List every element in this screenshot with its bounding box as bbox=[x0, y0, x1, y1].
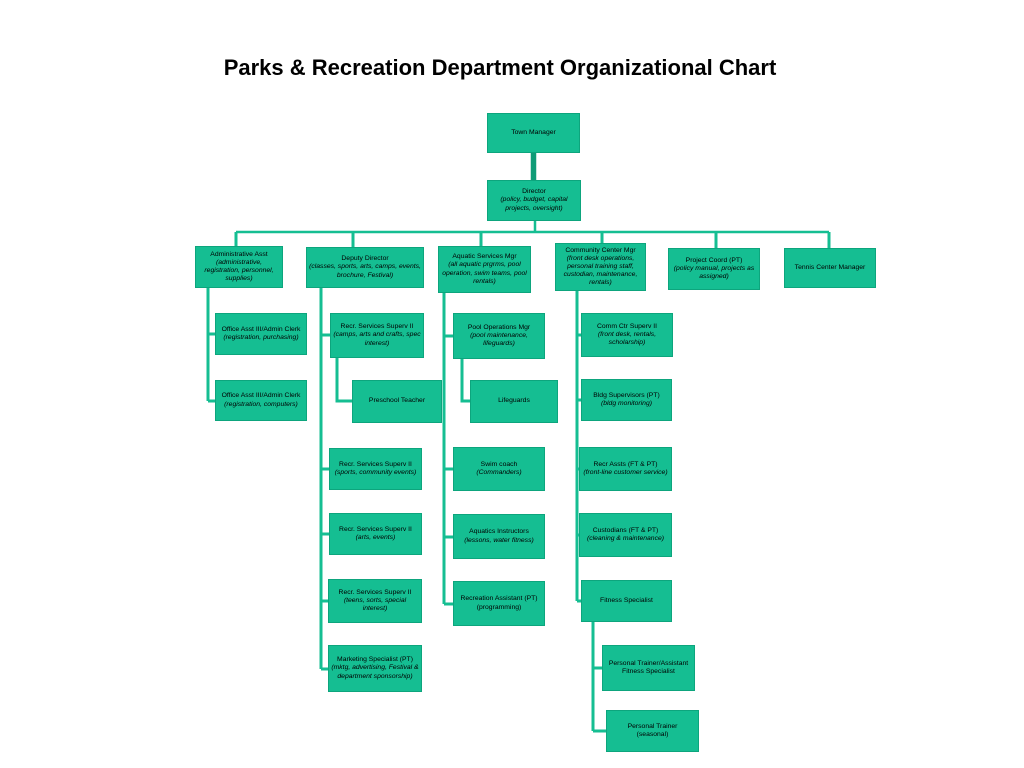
node-title: Deputy Director bbox=[341, 255, 389, 263]
node-title: Aquatics Instructors bbox=[469, 528, 529, 536]
node-subtitle: (cleaning & maintenance) bbox=[586, 535, 665, 542]
node-administrative-asst: Administrative Asst (administrative, reg… bbox=[195, 246, 283, 288]
node-personal-trainer-assistant: Personal Trainer/Assistant Fitness Speci… bbox=[602, 645, 695, 691]
node-recr-superv-arts: Recr. Services Superv II (arts, events) bbox=[329, 513, 422, 555]
node-title: Recreation Assistant (PT) bbox=[460, 595, 538, 603]
node-title: Town Manager bbox=[511, 128, 556, 136]
node-title: Comm Ctr Superv II bbox=[596, 322, 658, 330]
node-project-coord: Project Coord (PT) (policy manual, proje… bbox=[668, 248, 760, 290]
node-subtitle: (seasonal) bbox=[636, 731, 669, 738]
node-title: Preschool Teacher bbox=[368, 397, 426, 405]
node-title: Personal Trainer bbox=[627, 722, 678, 730]
node-title: Community Center Mgr bbox=[565, 246, 636, 254]
node-subtitle: (all aquatic prgrms, pool operation, swi… bbox=[442, 261, 527, 285]
node-title: Project Coord (PT) bbox=[685, 256, 743, 264]
node-title: Lifeguards bbox=[498, 397, 530, 405]
node-office-asst-purchasing: Office Asst III/Admin Clerk (registratio… bbox=[215, 313, 307, 355]
node-title: Fitness Specialist bbox=[600, 596, 653, 604]
node-tennis-center-manager: Tennis Center Manager bbox=[784, 248, 876, 288]
node-title: Administrative Asst bbox=[210, 250, 268, 258]
node-subtitle: (policy manual, projects as assigned) bbox=[673, 264, 755, 280]
node-fitness-specialist: Fitness Specialist bbox=[581, 580, 672, 622]
chart-title: Parks & Recreation Department Organizati… bbox=[223, 55, 777, 80]
node-aquatic-services-mgr: Aquatic Services Mgr (all aquatic prgrms… bbox=[438, 246, 531, 293]
node-recr-superv-sports: Recr. Services Superv II (sports, commun… bbox=[329, 448, 422, 490]
node-title: Director bbox=[522, 188, 546, 196]
node-subtitle: (front-line customer service) bbox=[583, 469, 668, 476]
node-title: Tennis Center Manager bbox=[794, 263, 866, 271]
node-title: Recr. Services Superv II bbox=[339, 460, 412, 468]
node-subtitle: (Commanders) bbox=[476, 469, 522, 476]
node-director: Director (policy, budget, capital projec… bbox=[487, 180, 581, 221]
node-subtitle: (arts, events) bbox=[355, 534, 396, 541]
node-subtitle: (administrative, registration, personnel… bbox=[204, 258, 274, 283]
node-subtitle: (policy, budget, capital projects, overs… bbox=[500, 196, 568, 212]
node-title: Pool Operations Mgr bbox=[467, 323, 531, 331]
node-office-asst-computers: Office Asst III/Admin Clerk (registratio… bbox=[215, 380, 307, 421]
node-subtitle: (bldg monitoring) bbox=[601, 400, 652, 407]
node-subtitle: (lessons, water fitness) bbox=[464, 536, 534, 544]
node-community-center-mgr: Community Center Mgr (front desk operati… bbox=[555, 243, 646, 291]
node-custodians: Custodians (FT & PT) (cleaning & mainten… bbox=[579, 513, 672, 557]
node-subtitle: (classes, sports, arts, camps, events, b… bbox=[309, 263, 421, 279]
node-pool-operations-mgr: Pool Operations Mgr (pool maintenance, l… bbox=[453, 313, 545, 359]
node-title: Office Asst III/Admin Clerk bbox=[221, 325, 301, 333]
node-subtitle: (front desk operations, personal trainin… bbox=[563, 254, 638, 287]
node-title: Recr. Services Superv II bbox=[338, 588, 412, 596]
node-bldg-supervisors: Bldg Supervisors (PT) (bldg monitoring) bbox=[581, 379, 672, 421]
node-marketing-specialist: Marketing Specialist (PT) (mktg, adverti… bbox=[328, 645, 422, 692]
node-recr-superv-teens: Recr. Services Superv II (teens, sorts, … bbox=[328, 579, 422, 623]
node-comm-ctr-superv: Comm Ctr Superv II (front desk, rentals,… bbox=[581, 313, 673, 357]
node-title: Recr. Services Superv II bbox=[339, 525, 412, 533]
node-subtitle: (mktg, advertising, Festival & departmen… bbox=[331, 664, 419, 680]
node-subtitle: (pool maintenance, lifeguards) bbox=[470, 331, 528, 347]
node-deputy-director: Deputy Director (classes, sports, arts, … bbox=[306, 247, 424, 288]
node-title: Marketing Specialist (PT) bbox=[337, 656, 413, 664]
node-subtitle: (programming) bbox=[476, 603, 522, 611]
node-subtitle: (registration, purchasing) bbox=[223, 334, 299, 341]
node-recr-superv-camps: Recr. Services Superv II (camps, arts an… bbox=[330, 313, 424, 358]
node-preschool-teacher: Preschool Teacher bbox=[352, 380, 442, 423]
node-subtitle: (registration, computers) bbox=[224, 400, 298, 408]
node-title: Recr Assts (FT & PT) bbox=[593, 460, 658, 468]
node-swim-coach: Swim coach (Commanders) bbox=[453, 447, 545, 491]
node-title: Recr. Services Superv II bbox=[340, 323, 414, 331]
node-title: Aquatic Services Mgr bbox=[452, 253, 517, 261]
node-title: Personal Trainer/Assistant Fitness Speci… bbox=[608, 659, 689, 675]
node-title: Office Asst III/Admin Clerk bbox=[221, 392, 301, 400]
node-title: Bldg Supervisors (PT) bbox=[593, 391, 660, 399]
node-personal-trainer-seasonal: Personal Trainer (seasonal) bbox=[606, 710, 699, 752]
node-subtitle: (camps, arts and crafts, spec interest) bbox=[333, 331, 421, 347]
node-town-manager: Town Manager bbox=[487, 113, 580, 153]
node-recr-assts: Recr Assts (FT & PT) (front-line custome… bbox=[579, 447, 672, 491]
node-subtitle: (sports, community events) bbox=[334, 469, 417, 476]
node-title: Custodians (FT & PT) bbox=[592, 526, 659, 534]
node-lifeguards: Lifeguards bbox=[470, 380, 558, 423]
node-aquatics-instructors: Aquatics Instructors (lessons, water fit… bbox=[453, 514, 545, 559]
node-title: Swim coach bbox=[480, 460, 518, 468]
node-subtitle: (teens, sorts, special interest) bbox=[343, 596, 407, 612]
node-subtitle: (front desk, rentals, scholarship) bbox=[597, 330, 657, 346]
node-recreation-assistant: Recreation Assistant (PT) (programming) bbox=[453, 581, 545, 626]
